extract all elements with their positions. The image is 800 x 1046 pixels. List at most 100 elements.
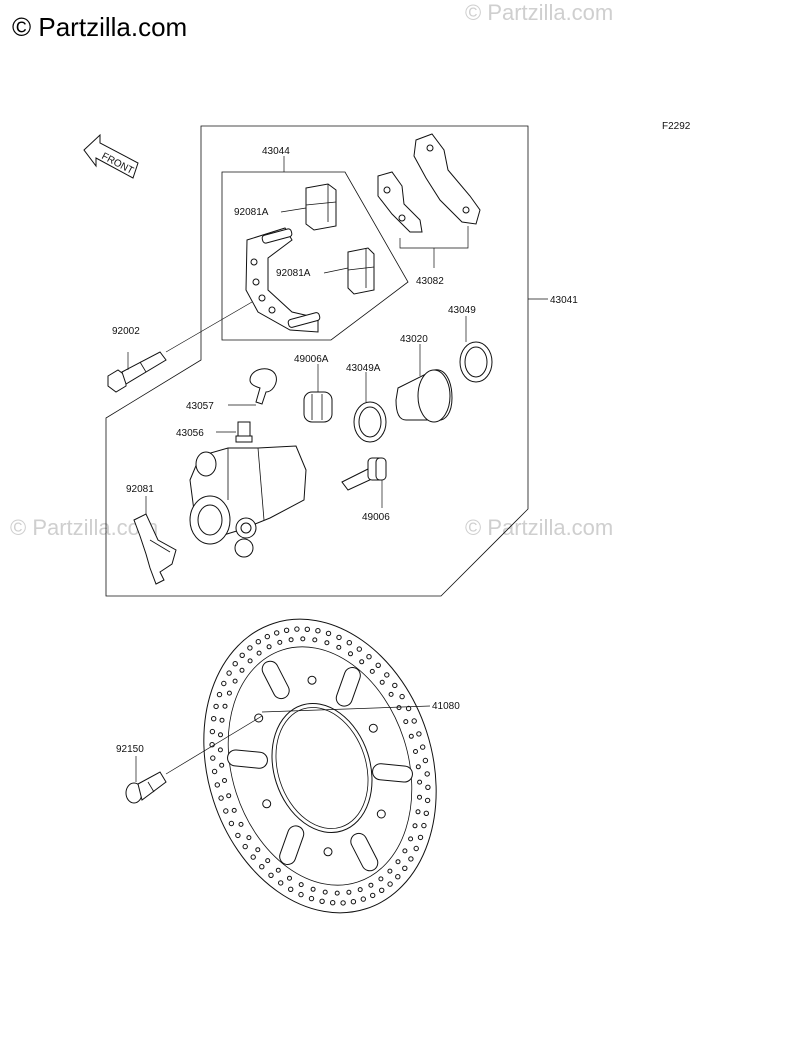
disc-hole — [265, 858, 271, 864]
disc-hole — [408, 836, 414, 842]
disc-hole — [379, 887, 385, 893]
disc-hole — [417, 834, 424, 841]
disc-hole — [411, 718, 417, 724]
disc-hole — [312, 637, 318, 643]
disc-slot — [335, 666, 361, 707]
disc-hole — [402, 848, 408, 854]
disc-slot — [372, 763, 413, 783]
disc-hole — [247, 658, 253, 664]
disc-hole — [336, 634, 342, 641]
disc-hole — [209, 728, 216, 735]
disc-hole — [417, 794, 422, 800]
disc-hole — [232, 678, 238, 684]
disc-hole — [324, 640, 330, 646]
brake-disc — [203, 618, 437, 914]
disc-hole — [250, 854, 256, 860]
leader-bolt-to-bracket — [165, 301, 253, 353]
slide-pin-49006 — [341, 457, 387, 491]
leader-41080 — [261, 705, 431, 713]
disc-hole — [308, 895, 315, 902]
disc-hole — [275, 867, 281, 873]
disc-hole — [211, 768, 218, 775]
disc-hole — [424, 771, 430, 777]
disc-hole — [310, 886, 316, 892]
disc-hole — [256, 650, 262, 656]
disc-hole — [218, 732, 223, 738]
disc-hole — [399, 693, 405, 700]
disc-hole — [379, 679, 385, 685]
disc-hole — [222, 703, 228, 709]
disc-hole — [221, 680, 227, 687]
disc-hole — [242, 843, 248, 850]
disc-hole — [277, 639, 283, 645]
disc-hole — [395, 859, 401, 865]
part-label-43044: 43044 — [262, 146, 290, 157]
disc-hole — [423, 810, 429, 816]
leader-92081A-mid — [323, 267, 349, 274]
disc-hole — [415, 809, 421, 815]
disc-hole — [424, 797, 431, 804]
disc-hole — [266, 644, 272, 650]
part-label-43082: 43082 — [416, 276, 444, 287]
disc-hole — [278, 880, 284, 886]
caliper-bracket — [245, 227, 321, 333]
disc-hole — [246, 835, 252, 841]
disc-hole — [322, 889, 328, 895]
disc-hole — [359, 659, 365, 665]
part-label-43057: 43057 — [186, 401, 214, 412]
pad-spring-middle — [347, 247, 375, 295]
seal-43049 — [459, 341, 493, 383]
disc-hole — [255, 847, 261, 853]
watermark-top-right: © Partzilla.com — [465, 0, 613, 25]
disc-bolt-hole — [368, 723, 378, 733]
disc-hole — [357, 887, 363, 893]
disc-hole — [288, 637, 294, 643]
disc-hole — [405, 705, 412, 712]
disc-hole — [298, 891, 304, 898]
disc-hole — [294, 626, 300, 632]
disc-hole — [375, 662, 381, 668]
watermark-main: © Partzilla.com — [12, 12, 187, 42]
disc-hole — [366, 654, 372, 660]
disc-hole — [222, 778, 227, 783]
disc-holes-inner — [217, 636, 423, 896]
caliper-assembly-outline — [105, 125, 529, 597]
disc-hole — [219, 717, 225, 723]
disc-hole — [425, 784, 431, 790]
disc-hole — [226, 793, 232, 799]
disc-hole — [422, 757, 429, 764]
part-label-43056: 43056 — [176, 428, 204, 439]
disc-hole — [231, 807, 237, 813]
bleeder-valve — [235, 421, 253, 443]
disc-hole — [325, 630, 332, 637]
disc-bolt-hole — [376, 809, 386, 819]
disc-hole — [298, 882, 304, 888]
disc-bolt-hole — [262, 799, 272, 809]
disc-hole — [417, 779, 423, 785]
part-label-49006A: 49006A — [294, 354, 329, 365]
disc-hole — [412, 823, 418, 829]
disc-hole — [247, 645, 253, 651]
disc-hole — [402, 865, 408, 871]
disc-hole — [255, 639, 261, 645]
disc-hole — [268, 872, 274, 878]
disc-hole — [259, 864, 265, 870]
disc-hole — [350, 899, 357, 905]
brake-pads — [377, 133, 481, 233]
disc-hole — [304, 626, 310, 632]
disc-hole — [336, 644, 342, 650]
disc-hole — [368, 882, 374, 888]
part-label-92081A-top: 92081A — [234, 207, 269, 218]
disc-hole — [274, 630, 280, 636]
disc-hole — [223, 808, 229, 814]
disc-slot — [227, 749, 268, 769]
disc-hole — [288, 886, 294, 892]
part-label-49006: 49006 — [362, 512, 390, 523]
disc-hole — [346, 889, 352, 895]
disc-bolt-hole — [323, 847, 333, 857]
disc-hole — [287, 875, 292, 881]
front-arrow-icon: FRONT — [83, 133, 139, 179]
disc-slots — [227, 660, 413, 872]
watermark-mid-right: © Partzilla.com — [465, 515, 613, 540]
